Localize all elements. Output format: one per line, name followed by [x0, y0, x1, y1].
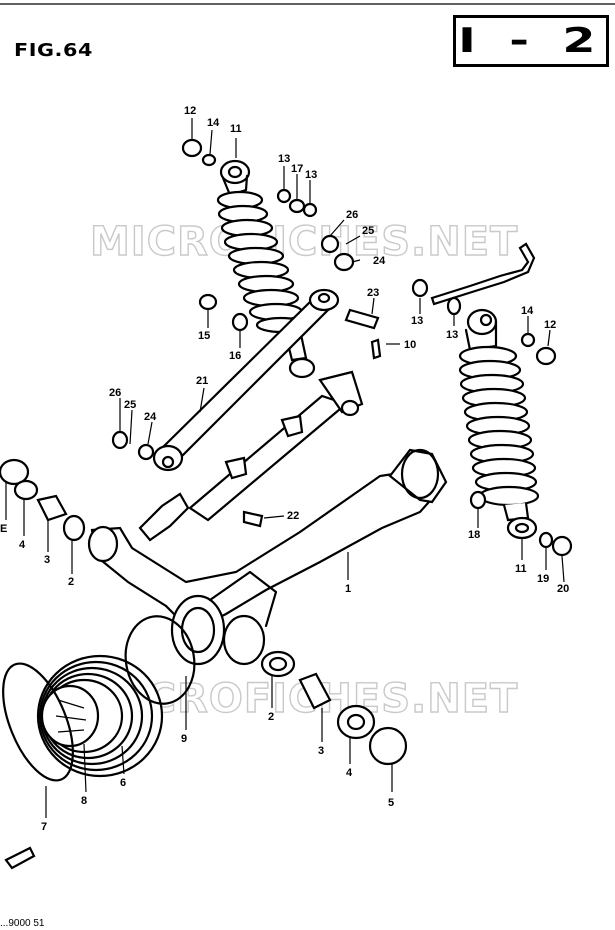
leader-lines [5, 118, 565, 818]
washer-14-left [201, 153, 217, 167]
bolt-22 [242, 510, 264, 528]
callout-25: 25 [362, 225, 374, 237]
callout-e: E [0, 523, 7, 535]
washer-19 [538, 531, 554, 549]
right-shock-absorber [458, 308, 540, 540]
nut-12-right [535, 346, 557, 366]
callout-20: 20 [557, 583, 569, 595]
callout-13: 13 [278, 153, 290, 165]
callout-17: 17 [291, 163, 303, 175]
callout-26: 26 [346, 209, 358, 221]
callout-19: 19 [537, 573, 549, 585]
o-ring [124, 615, 196, 705]
swing-arm [87, 448, 448, 666]
bolt-3-left [36, 494, 68, 522]
callout-15: 15 [198, 330, 210, 342]
callout-2: 2 [268, 711, 274, 723]
cap-5 [368, 726, 408, 766]
callout-14: 14 [207, 117, 220, 129]
section-label: I - 2 [458, 21, 604, 61]
bolt-15 [198, 293, 218, 311]
section-badge: I - 2 [453, 15, 609, 67]
front-arrow-icon [4, 846, 36, 870]
spacer-2-left [62, 514, 86, 542]
mounting-bracket [430, 242, 536, 306]
callout-2: 2 [68, 576, 74, 588]
callout-13: 13 [446, 329, 458, 341]
callout-21: 21 [196, 375, 208, 387]
nut-12-left [181, 138, 203, 158]
nut-4-lower [336, 704, 376, 740]
retaining-ring [2, 662, 74, 782]
watermark-top: MICROFICHES.NET [90, 219, 518, 265]
callout-8: 8 [81, 795, 87, 807]
callout-18: 18 [468, 529, 480, 541]
callout-6: 6 [120, 777, 126, 789]
pin-10 [370, 338, 382, 360]
footer-code: ...9000 51 [0, 918, 45, 929]
callout-24: 24 [373, 255, 386, 267]
callout-3: 3 [318, 745, 324, 757]
callout-7: 7 [41, 821, 47, 833]
washer-18 [469, 490, 487, 510]
callout-4: 4 [19, 539, 26, 551]
callout-5: 5 [388, 797, 394, 809]
callout-11: 11 [230, 123, 242, 135]
callout-14: 14 [521, 305, 534, 317]
swing-arm-crosstube [188, 370, 364, 522]
callout-12: 12 [544, 319, 556, 331]
callout-9: 9 [181, 733, 187, 745]
callout-4: 4 [346, 767, 353, 779]
callout-13: 13 [305, 169, 317, 181]
washer-16 [231, 312, 249, 332]
nut-4-left [13, 479, 39, 501]
callout-10: 10 [404, 339, 416, 351]
bolt-3-lower [298, 672, 332, 710]
callout-25: 25 [124, 399, 136, 411]
callout-13: 13 [411, 315, 423, 327]
bolt-23 [344, 308, 380, 330]
nut-20 [551, 535, 573, 557]
callout-12: 12 [184, 105, 196, 117]
callout-11: 11 [515, 563, 527, 575]
callout-3: 3 [44, 554, 50, 566]
part-e-cap [0, 458, 30, 486]
callout-16: 16 [229, 350, 241, 362]
spacer-2-lower [260, 650, 296, 678]
callout-23: 23 [367, 287, 379, 299]
callout-22: 22 [287, 510, 299, 522]
callout-1: 1 [345, 583, 351, 595]
figure-title: FIG.64 [14, 40, 93, 61]
torque-rod [152, 288, 340, 472]
callout-26: 26 [109, 387, 121, 399]
rear-drum [36, 654, 164, 778]
callout-24: 24 [144, 411, 157, 423]
